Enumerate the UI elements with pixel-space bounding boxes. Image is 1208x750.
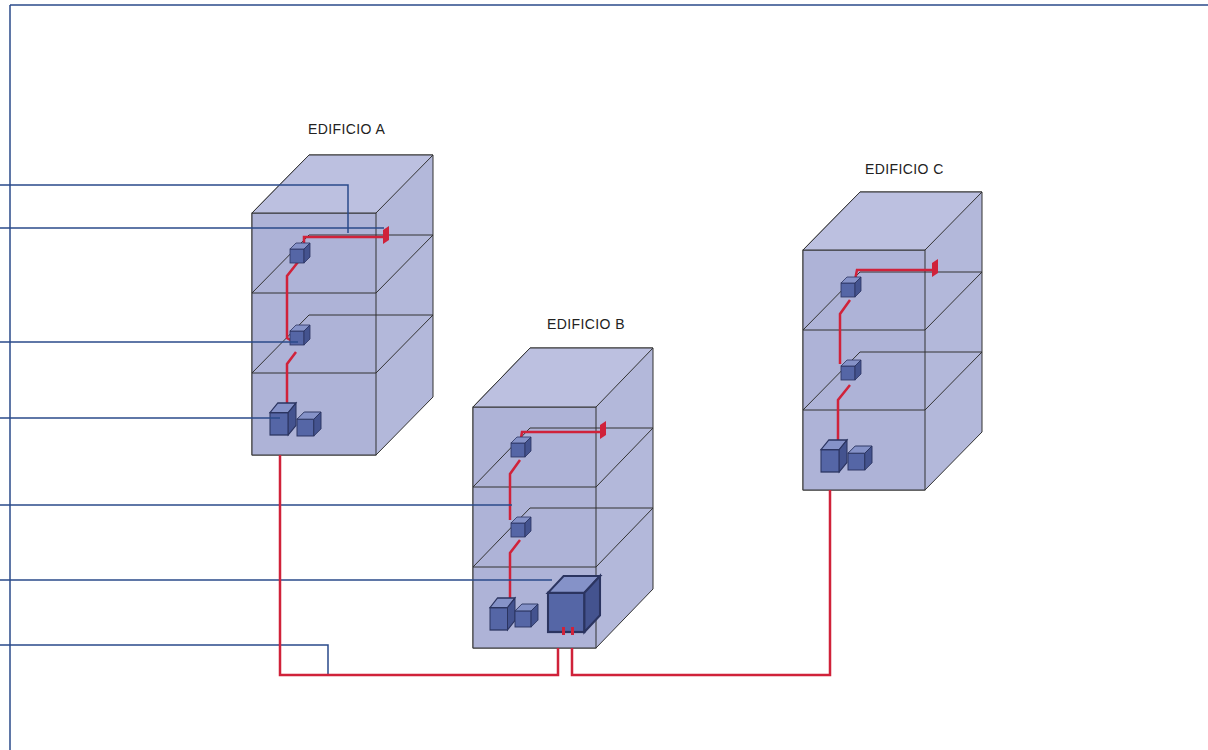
building-roof: [803, 192, 982, 250]
leader-line: [0, 417, 280, 419]
leader-line: [0, 579, 552, 581]
building-a-drawing: [252, 155, 433, 455]
main-equipment-cube: [548, 576, 600, 632]
equipment-cube: [511, 517, 531, 537]
building-roof: [252, 155, 433, 213]
outlet-markers: [383, 226, 938, 439]
cable: [838, 385, 850, 445]
floor-plane: [473, 428, 653, 487]
port: [571, 627, 574, 635]
cable: [853, 270, 935, 290]
cable: [840, 300, 850, 364]
leader-line: [0, 185, 348, 233]
cable: [519, 432, 603, 450]
building-roof: [473, 348, 653, 407]
floor-plane: [473, 508, 653, 567]
frame-line: [10, 4, 1208, 6]
building: EDIFICIO B: [473, 315, 653, 648]
equipment-cube: [297, 412, 321, 436]
building-body: [803, 192, 982, 490]
backbone-cable: [280, 455, 558, 675]
backbone-cable: [572, 490, 830, 675]
building-label: EDIFICIO B: [547, 315, 625, 333]
building-label: EDIFICIO A: [308, 120, 385, 138]
outlet: [600, 421, 606, 439]
building-b-drawing: [473, 348, 653, 648]
internal-cabling: [287, 237, 935, 602]
equipment-cube: [848, 446, 872, 470]
leader-line: [0, 227, 384, 229]
building: EDIFICIO C: [803, 160, 982, 490]
floor-plane: [803, 272, 982, 330]
building: EDIFICIO A: [252, 120, 433, 455]
building-c-drawing: [803, 192, 982, 490]
floor-plane: [252, 315, 433, 373]
building-label: EDIFICIO C: [865, 160, 944, 178]
cable: [300, 237, 386, 258]
equipment-cube: [841, 277, 861, 297]
outlet: [932, 259, 938, 277]
building-body: [473, 348, 653, 648]
equipment-cube: [821, 440, 847, 472]
cable: [510, 540, 520, 602]
building-body: [252, 155, 433, 455]
cable: [287, 352, 296, 408]
equipment-cube: [270, 403, 296, 435]
leader-lines: [0, 185, 552, 674]
equipment-cube: [511, 437, 531, 457]
equipment-cube: [290, 243, 310, 263]
equipment-cube: [490, 598, 515, 630]
port: [562, 627, 565, 635]
floor-plane: [252, 235, 433, 293]
frame-line: [9, 5, 11, 750]
equipment-cube: [515, 604, 538, 627]
building-front: [803, 250, 925, 490]
floor-plane: [803, 352, 982, 410]
leader-line: [0, 504, 512, 506]
cable: [510, 460, 520, 520]
equipment-cube: [841, 360, 861, 380]
leader-line: [0, 341, 298, 343]
